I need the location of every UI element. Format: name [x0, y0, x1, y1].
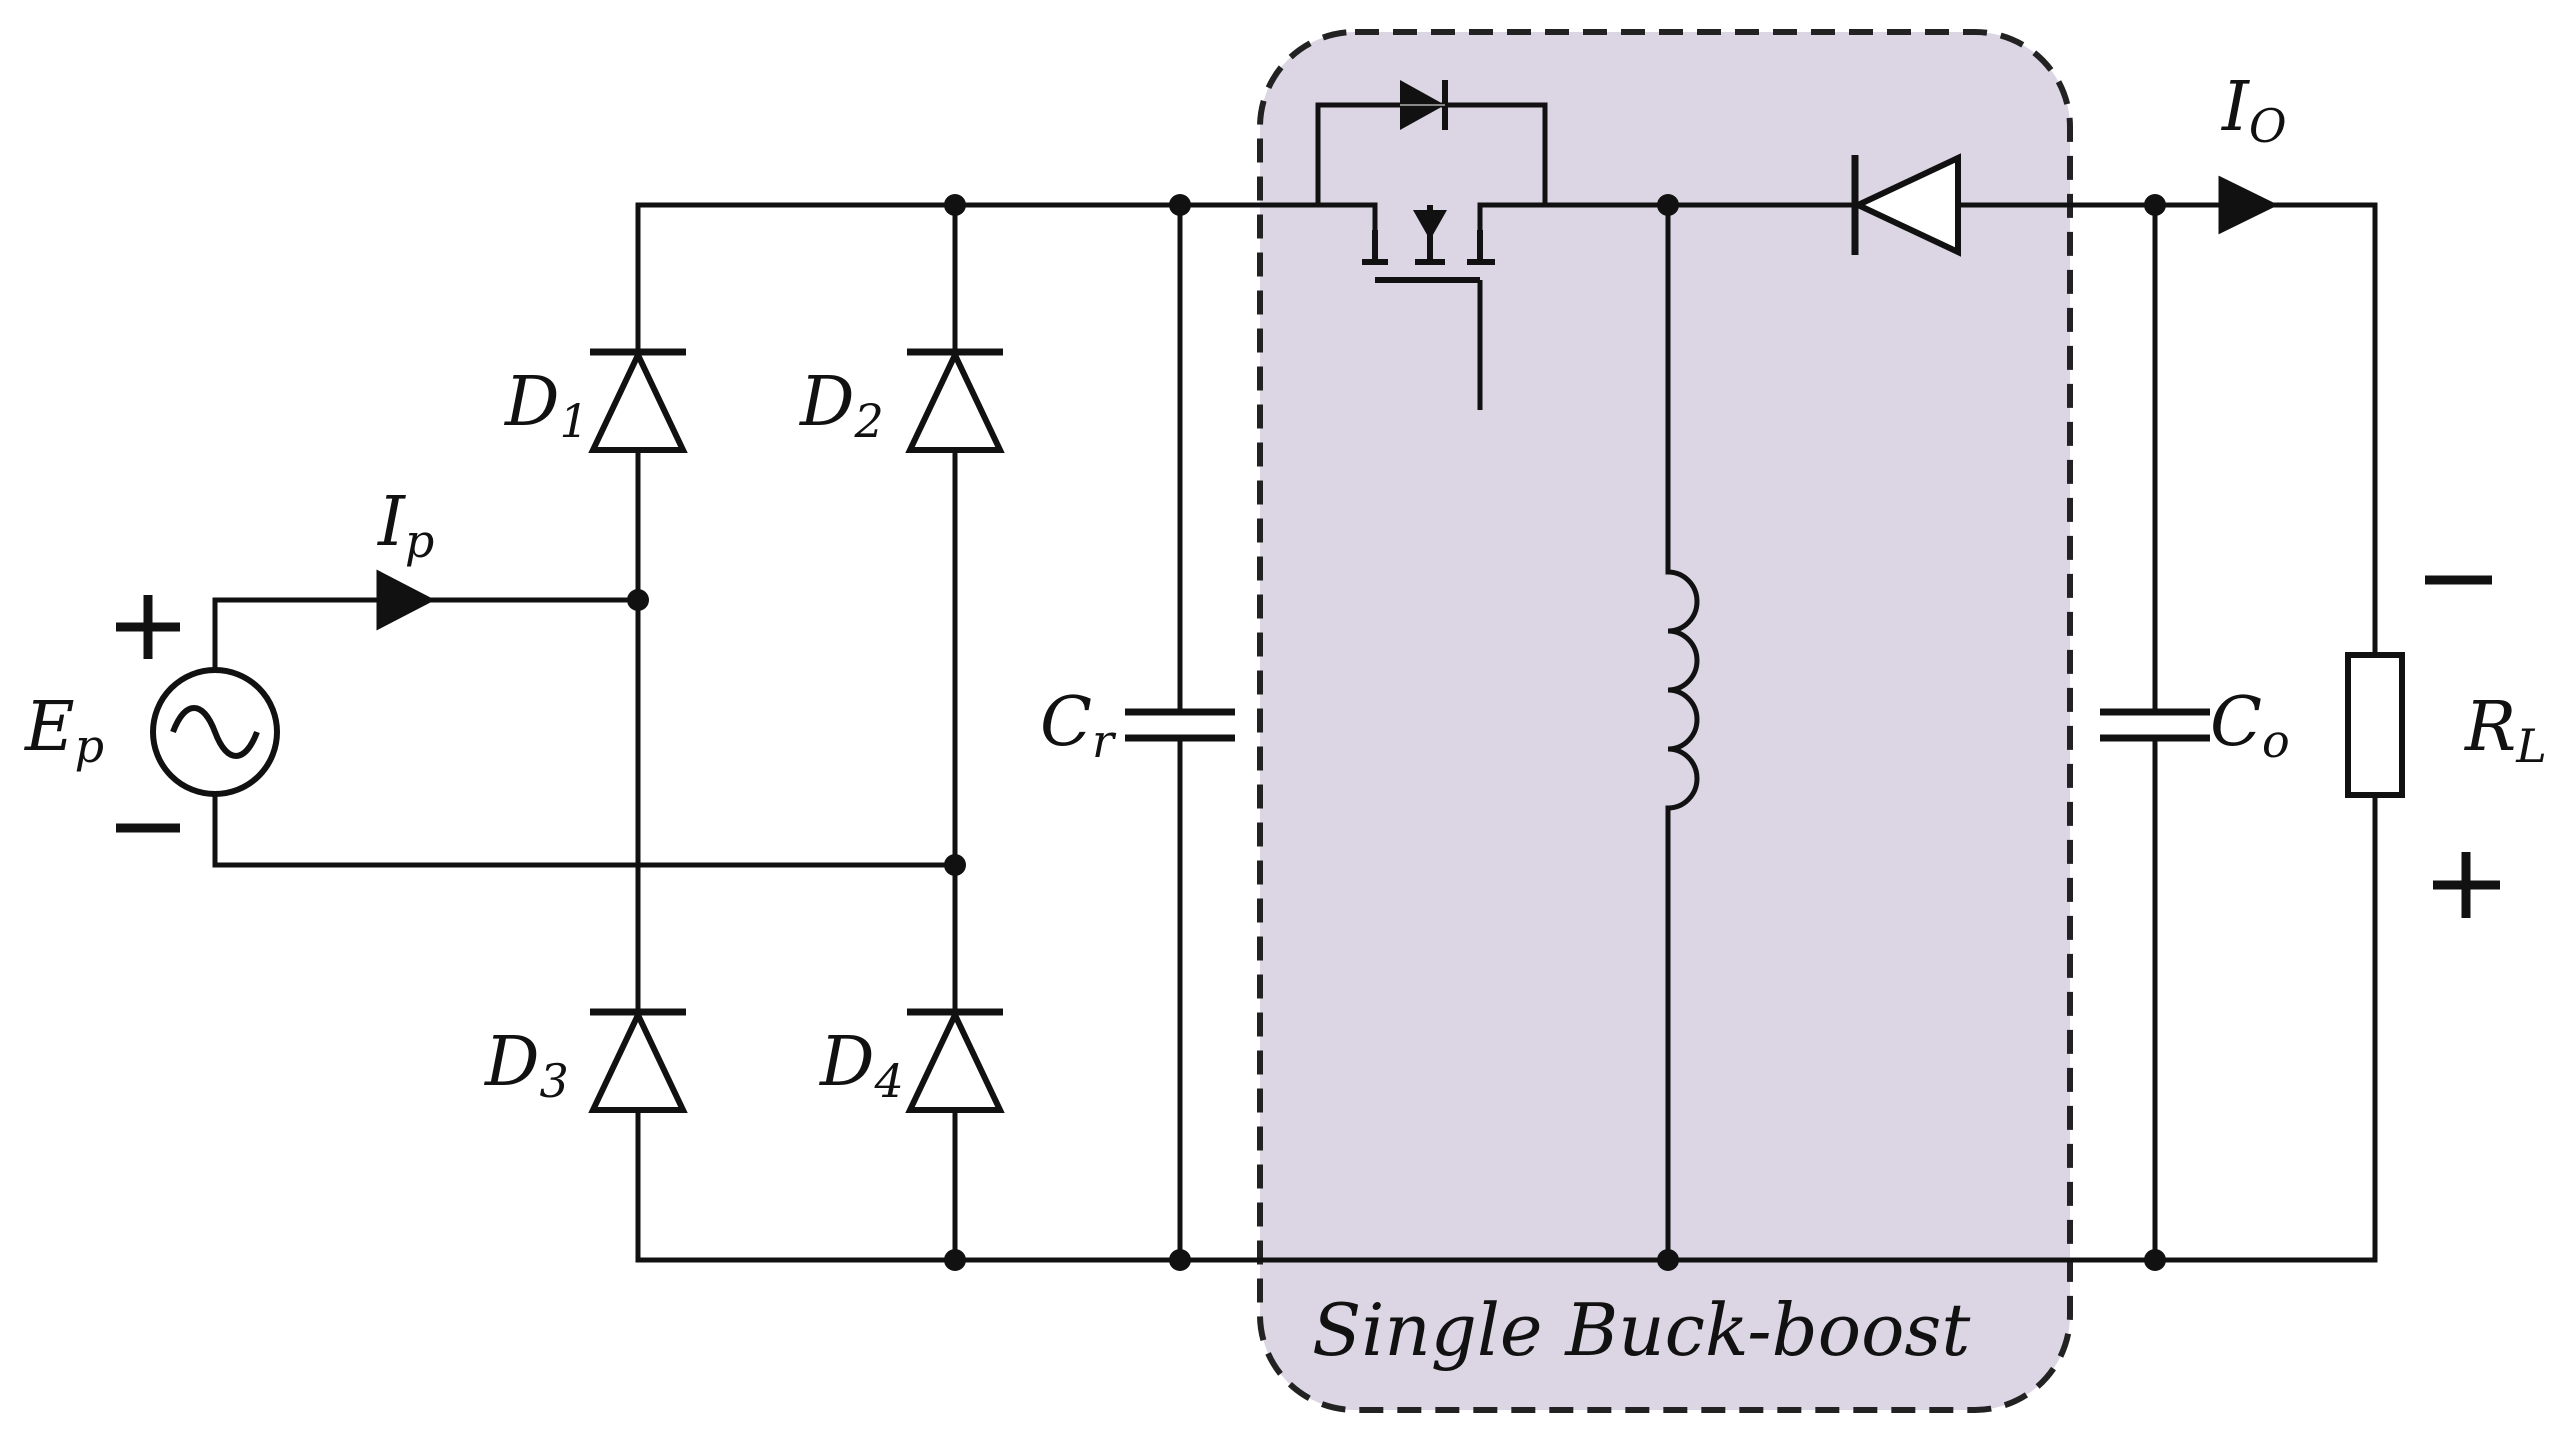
wires: [212, 202, 2378, 1263]
source-bottom-wire: [212, 772, 958, 868]
capacitor-cr-icon: [1125, 708, 1235, 742]
source-label: Ep: [23, 688, 104, 773]
d3-label: D3: [483, 1023, 569, 1108]
junction-node: [627, 589, 649, 611]
junction-node: [944, 194, 966, 216]
junction-node: [1657, 194, 1679, 216]
diode-d3-icon: [588, 1007, 688, 1113]
junction-node: [1169, 1249, 1191, 1271]
junction-nodes: [627, 194, 2166, 1271]
d4-label: D4: [818, 1023, 904, 1108]
ac-source-icon: [150, 667, 280, 797]
input-current-label: Ip: [376, 483, 434, 568]
diode-d4-icon: [905, 1007, 1005, 1113]
block-label: Single Buck-boost: [1312, 1288, 1971, 1372]
junction-node: [944, 1249, 966, 1271]
junction-node: [1657, 1249, 1679, 1271]
source-plus-sign: [116, 595, 180, 659]
diode-d2-icon: [905, 347, 1005, 453]
cr-label: Cr: [1040, 683, 1117, 768]
diode-d1-icon: [588, 347, 688, 453]
load-plus-sign: [2433, 852, 2500, 918]
d2-label: D2: [798, 363, 884, 448]
junction-node: [2144, 1249, 2166, 1271]
input-current-arrow-icon: [376, 569, 436, 631]
source-top-wire: [212, 597, 641, 693]
buck-boost-block: [1257, 29, 2073, 1413]
co-label: Co: [2210, 683, 2290, 768]
mosfet-switch-icon: [1315, 80, 1548, 410]
load-resistor-icon: [2345, 652, 2405, 798]
rl-label: RL: [2463, 688, 2547, 773]
junction-node: [944, 854, 966, 876]
junction-node: [1169, 194, 1191, 216]
inductor-icon: [1667, 569, 1700, 811]
output-current-arrow-icon: [2218, 175, 2279, 235]
capacitor-co-icon: [2100, 708, 2210, 742]
output-current-label: IO: [2220, 68, 2287, 153]
d1-label: D1: [503, 363, 589, 448]
junction-node: [2144, 194, 2166, 216]
output-diode-icon: [1850, 153, 1961, 257]
